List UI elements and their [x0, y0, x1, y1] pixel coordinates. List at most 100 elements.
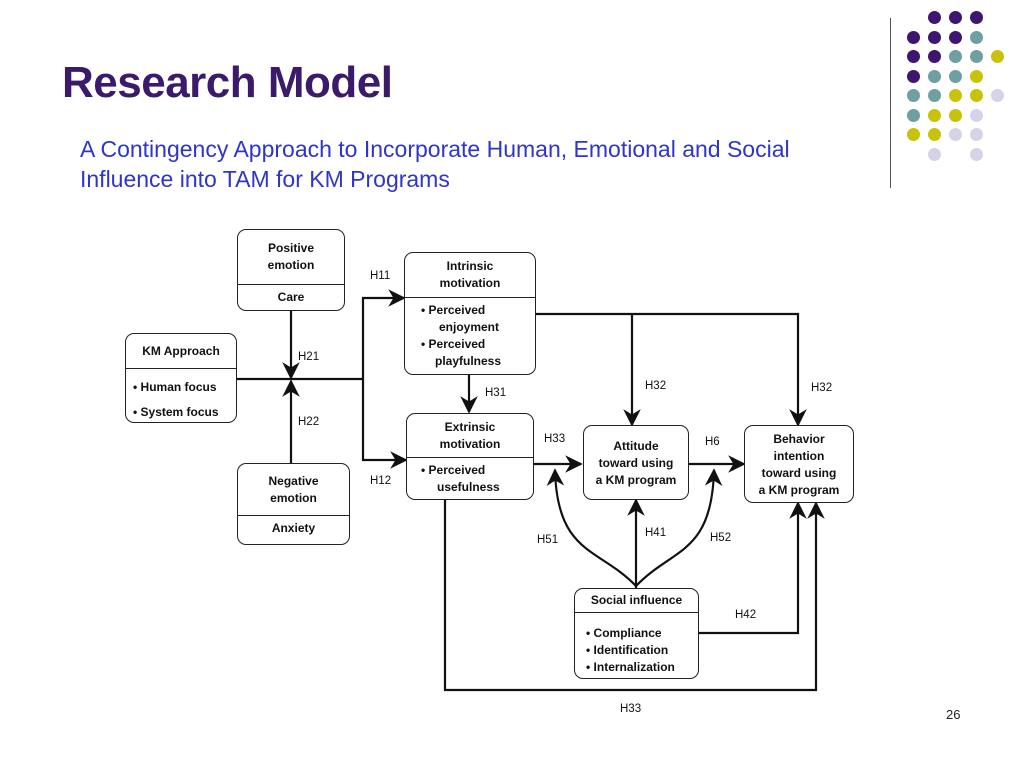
- positive-emotion-header: Positive emotion: [238, 230, 344, 285]
- decorative-dot: [949, 11, 962, 24]
- decorative-dot: [970, 89, 983, 102]
- label-h31: H31: [485, 387, 507, 399]
- intrinsic-title-2: motivation: [439, 276, 501, 290]
- decorative-dot: [907, 50, 920, 63]
- decorative-dot: [907, 89, 920, 102]
- decorative-dot: [949, 30, 962, 44]
- human-focus-item: • Human focus: [133, 380, 217, 394]
- decorative-dot: [991, 50, 1004, 63]
- label-h33-behavior: H33: [620, 703, 642, 715]
- decorative-dot: [928, 89, 941, 102]
- decorative-dot: [928, 108, 941, 122]
- decorative-dot: [991, 89, 1004, 102]
- label-h32-attitude: H32: [645, 380, 667, 392]
- extrinsic-motivation-header: Extrinsic motivation: [407, 414, 533, 458]
- negative-emotion-box: Negative emotion Anxiety: [237, 463, 350, 545]
- extrinsic-title-2: motivation: [439, 436, 501, 451]
- decorative-dot: [907, 30, 920, 44]
- label-h21: H21: [298, 351, 320, 363]
- attitude-line-1: Attitude: [613, 439, 659, 453]
- extrinsic-items: • Perceived usefulness: [407, 458, 533, 496]
- decorative-dot: [928, 147, 941, 161]
- label-h41: H41: [645, 527, 667, 539]
- attitude-line-2: toward using: [598, 456, 674, 470]
- h42-arrow: [699, 501, 807, 635]
- label-h42: H42: [735, 609, 757, 621]
- decorative-dot: [970, 50, 983, 63]
- social-influence-box: Social influence • Compliance • Identifi…: [574, 588, 699, 679]
- perceived-enjoyment-item-1: • Perceived: [421, 303, 486, 317]
- decorative-dot: [907, 69, 920, 83]
- decorative-dot: [970, 11, 983, 24]
- attitude-line-3: a KM program: [595, 473, 677, 487]
- intrinsic-motivation-box: Intrinsic motivation • Perceived enjoyme…: [404, 252, 536, 375]
- slide-title: Research Model: [62, 58, 393, 107]
- label-h51: H51: [537, 534, 559, 546]
- decorative-dot: [907, 128, 920, 141]
- label-h52: H52: [710, 532, 732, 544]
- decorative-dot: [928, 30, 941, 44]
- decorative-dot: [949, 69, 962, 83]
- slide-subtitle: A Contingency Approach to Incorporate Hu…: [80, 136, 790, 192]
- perceived-usefulness-item-1: • Perceived: [421, 463, 486, 477]
- negative-emotion-header: Negative emotion: [238, 464, 349, 516]
- label-h6: H6: [705, 436, 720, 448]
- positive-emotion-title-1: Positive: [267, 241, 315, 255]
- decorative-dot: [949, 108, 962, 122]
- intrinsic-items: • Perceived enjoyment • Perceived playfu…: [405, 298, 535, 370]
- perceived-playfulness-item-2: playfulness: [435, 354, 502, 368]
- behavior-intention-box: Behavior intention toward using a KM pro…: [744, 425, 854, 503]
- decorative-dot: [928, 69, 941, 83]
- h52-arrow: [635, 468, 723, 587]
- label-h32-behavior: H32: [811, 382, 833, 394]
- extrinsic-motivation-box: Extrinsic motivation • Perceived usefuln…: [406, 413, 534, 500]
- social-influence-header: Social influence: [575, 589, 698, 613]
- decorative-dot: [970, 30, 983, 44]
- attitude-text: Attitude toward using a KM program: [584, 426, 688, 489]
- positive-emotion-box: Positive emotion Care: [237, 229, 345, 311]
- divider-line: [890, 18, 891, 188]
- intrinsic-title-1: Intrinsic: [446, 259, 494, 273]
- decorative-dot: [970, 69, 983, 83]
- h33-behavior-arrow: [443, 498, 825, 692]
- decorative-dot: [949, 89, 962, 102]
- perceived-usefulness-item-2: usefulness: [437, 480, 500, 494]
- behavior-line-4: a KM program: [758, 483, 840, 497]
- decorative-dot: [970, 147, 983, 161]
- behavior-line-1: Behavior: [773, 432, 825, 446]
- internalization-item: • Internalization: [586, 660, 675, 674]
- decorative-dot: [907, 108, 920, 122]
- positive-emotion-title-2: emotion: [267, 258, 315, 272]
- label-h12: H12: [370, 475, 392, 487]
- label-h11: H11: [370, 270, 391, 282]
- negative-emotion-title-2: emotion: [270, 490, 317, 505]
- negative-emotion-title-1: Negative: [268, 473, 319, 488]
- care-label: Care: [277, 290, 305, 304]
- decorative-dot: [949, 50, 962, 63]
- behavior-line-2: intention: [773, 449, 825, 463]
- page-number: 26: [946, 707, 961, 722]
- km-approach-header: KM Approach: [126, 334, 236, 369]
- decorative-dot: [970, 108, 983, 122]
- km-approach-box: KM Approach • Human focus • System focus: [125, 333, 237, 423]
- compliance-item: • Compliance: [586, 626, 662, 640]
- decorative-dot: [928, 128, 941, 141]
- decorative-dot: [970, 128, 983, 141]
- extrinsic-title-1: Extrinsic: [444, 419, 496, 434]
- decorative-dot: [949, 128, 962, 141]
- label-h22: H22: [298, 416, 320, 428]
- decorative-dot: [928, 11, 941, 24]
- identification-item: • Identification: [586, 643, 669, 657]
- attitude-box: Attitude toward using a KM program: [583, 425, 689, 500]
- anxiety-label: Anxiety: [271, 521, 316, 535]
- h51-arrow: [546, 468, 637, 587]
- decorative-dot: [928, 50, 941, 63]
- km-approach-items: • Human focus • System focus: [126, 369, 236, 425]
- system-focus-item: • System focus: [133, 405, 219, 419]
- perceived-playfulness-item-1: • Perceived: [421, 337, 486, 351]
- h32-behavior-arrow: [536, 312, 807, 427]
- intrinsic-motivation-header: Intrinsic motivation: [405, 253, 535, 298]
- perceived-enjoyment-item-2: enjoyment: [439, 320, 500, 334]
- social-influence-items: • Compliance • Identification • Internal…: [575, 613, 698, 676]
- label-h33-attitude: H33: [544, 433, 566, 445]
